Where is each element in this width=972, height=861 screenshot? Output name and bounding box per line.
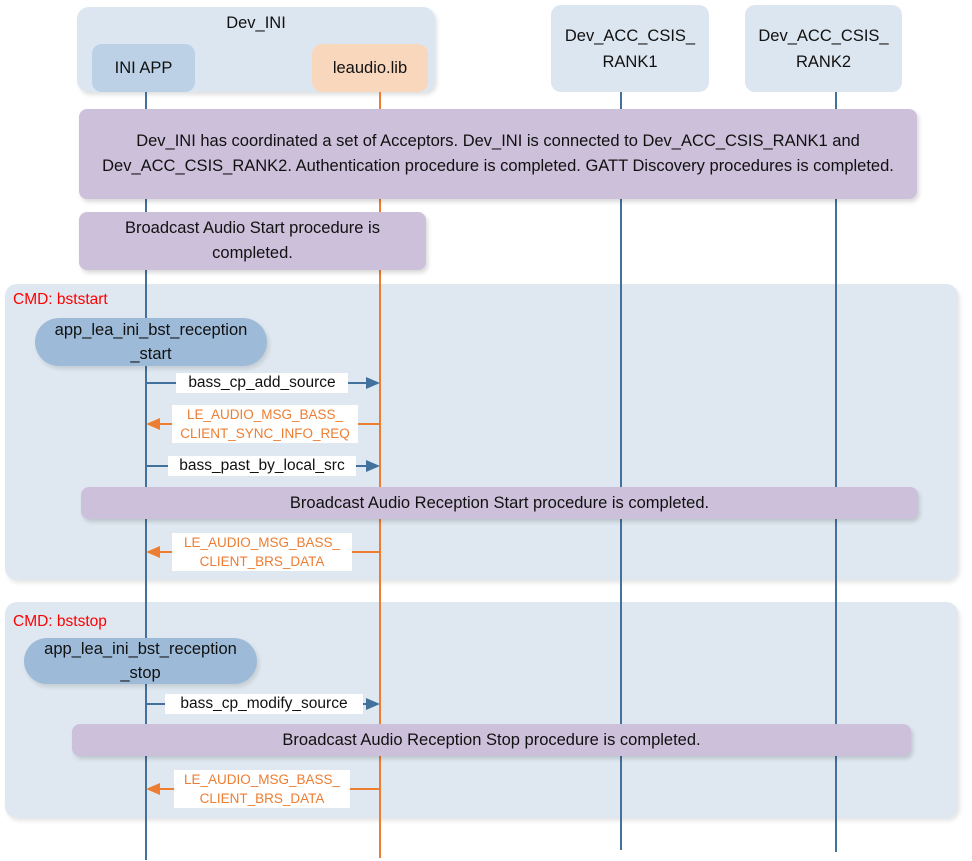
msg-bass-cp-modify-source: bass_cp_modify_source	[165, 694, 363, 714]
msg-brs-data-2: LE_AUDIO_MSG_BASS_ CLIENT_BRS_DATA	[174, 770, 350, 808]
msg-bass-cp-add-source: bass_cp_add_source	[176, 373, 348, 393]
note-reception-stop: Broadcast Audio Reception Stop procedure…	[72, 724, 911, 756]
msg-sync-info-req: LE_AUDIO_MSG_BASS_ CLIENT_SYNC_INFO_REQ	[172, 405, 358, 443]
function-bst-reception-start: app_lea_ini_bst_reception _start	[35, 318, 267, 366]
participant-acc-rank2: Dev_ACC_CSIS_ RANK2	[745, 5, 902, 92]
participant-ini-app: INI APP	[92, 44, 195, 92]
dev-ini-title: Dev_INI	[226, 14, 286, 32]
cmd-label-bststop: CMD: bststop	[13, 613, 107, 630]
msg-bass-past-by-local-src: bass_past_by_local_src	[168, 456, 356, 476]
participant-acc-rank1: Dev_ACC_CSIS_ RANK1	[551, 5, 709, 92]
note-setup: Dev_INI has coordinated a set of Accepto…	[79, 109, 917, 199]
cmd-label-bststart: CMD: bststart	[13, 291, 108, 308]
function-bst-reception-stop: app_lea_ini_bst_reception _stop	[24, 638, 257, 684]
note-bst-start: Broadcast Audio Start procedure is compl…	[79, 212, 426, 270]
msg-brs-data-1: LE_AUDIO_MSG_BASS_ CLIENT_BRS_DATA	[172, 533, 352, 571]
note-reception-start: Broadcast Audio Reception Start procedur…	[81, 487, 918, 519]
participant-leaudio-lib: leaudio.lib	[312, 44, 428, 92]
